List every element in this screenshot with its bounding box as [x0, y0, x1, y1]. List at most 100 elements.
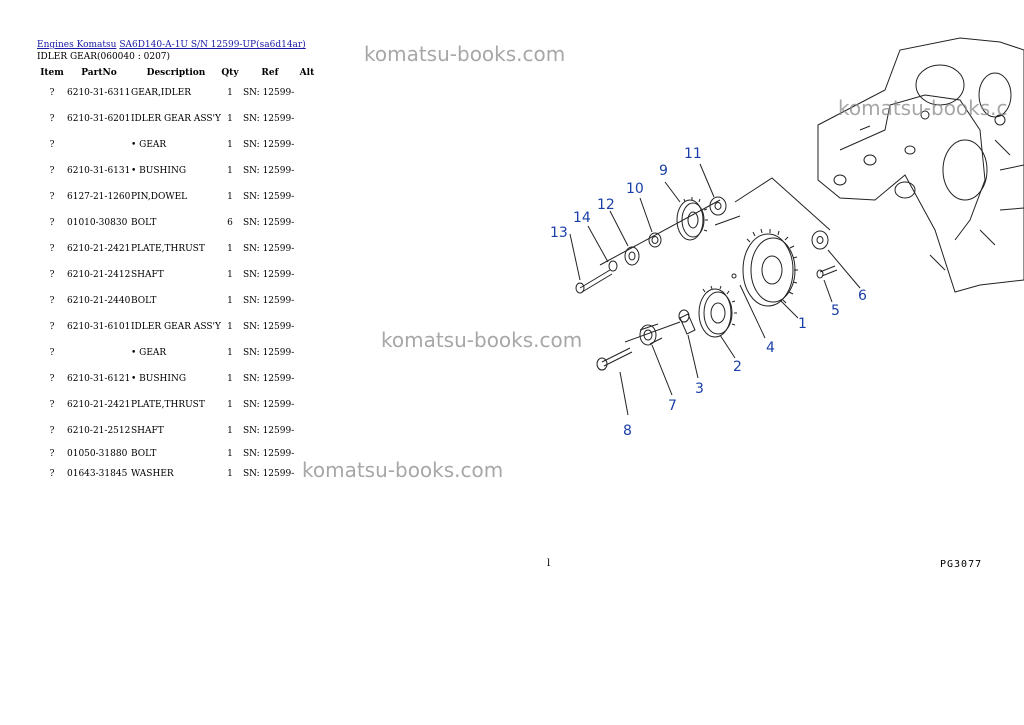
- page-subtitle: IDLER GEAR(060040 : 0207): [37, 52, 171, 62]
- cell-item: ?: [49, 140, 55, 150]
- cell-description: SHAFT: [131, 426, 164, 436]
- cell-alt: [297, 314, 317, 340]
- cell-description: SHAFT: [131, 270, 164, 280]
- parts-table-header: Item PartNo Description Qty Ref Alt: [37, 66, 317, 80]
- cell-qty: 1: [227, 296, 233, 306]
- cell-ref: SN: 12599-: [242, 218, 295, 228]
- cell-item: ?: [49, 88, 55, 98]
- callout-13: 13: [550, 225, 568, 241]
- cell-description: WASHER: [131, 469, 174, 479]
- engine-housing-drawing: [817, 37, 1024, 293]
- callout-4: 4: [766, 340, 775, 356]
- cell-description: BOLT: [131, 218, 157, 228]
- cell-item: ?: [49, 166, 55, 176]
- gear-9-drawing: [676, 197, 708, 241]
- cell-description: BOLT: [131, 296, 157, 306]
- cell-item: ?: [49, 469, 55, 479]
- cell-partno: 6210-31-6201: [67, 114, 131, 124]
- cell-alt: [297, 262, 317, 288]
- cell-partno: 01643-31845: [67, 469, 128, 479]
- cell-alt: [297, 132, 317, 158]
- cell-description: BOLT: [131, 449, 157, 459]
- cell-qty: 6: [227, 218, 233, 228]
- col-header-ref: Ref: [261, 68, 279, 78]
- cell-qty: 1: [227, 400, 233, 410]
- callout-10: 10: [626, 181, 644, 197]
- cell-partno: 6210-31-6101: [67, 322, 131, 332]
- cell-qty: 1: [227, 114, 233, 124]
- cell-ref: SN: 12599-: [242, 270, 295, 280]
- cell-qty: 1: [227, 469, 233, 479]
- callout-8: 8: [623, 423, 632, 439]
- col-header-description: Description: [146, 68, 206, 78]
- cell-description: PLATE,THRUST: [131, 244, 205, 254]
- cell-item: ?: [49, 244, 55, 254]
- cell-description: GEAR,IDLER: [131, 88, 191, 98]
- cell-ref: SN: 12599-: [242, 374, 295, 384]
- cell-item: ?: [49, 270, 55, 280]
- cell-alt: [297, 288, 317, 314]
- gear-2-drawing: [698, 285, 737, 338]
- cell-ref: SN: 12599-: [242, 296, 295, 306]
- cell-alt: [297, 106, 317, 132]
- cell-ref: SN: 12599-: [242, 244, 295, 254]
- cell-partno: 6127-21-1260: [67, 192, 131, 202]
- cell-alt: [297, 158, 317, 184]
- watermark-bottom: komatsu-books.com: [302, 458, 504, 482]
- cell-description: PLATE,THRUST: [131, 400, 205, 410]
- cell-qty: 1: [227, 449, 233, 459]
- cell-qty: 1: [227, 426, 233, 436]
- cell-qty: 1: [227, 348, 233, 358]
- callout-6: 6: [858, 288, 867, 304]
- cell-alt: [297, 392, 317, 418]
- col-header-qty: Qty: [221, 68, 239, 78]
- callout-1: 1: [798, 316, 807, 332]
- breadcrumb: Engines Komatsu SA6D140-A-1U S/N 12599-U…: [37, 40, 306, 50]
- cell-item: ?: [49, 400, 55, 410]
- cell-qty: 1: [227, 192, 233, 202]
- col-header-alt: Alt: [299, 68, 315, 78]
- parts-table: Item PartNo Description Qty Ref Alt ?621…: [37, 66, 317, 484]
- cell-alt: [297, 184, 317, 210]
- cell-alt: [297, 366, 317, 392]
- cell-description: • GEAR: [131, 140, 167, 150]
- cell-partno: 6210-21-2412: [67, 270, 131, 280]
- callout-7: 7: [668, 398, 677, 414]
- cell-qty: 1: [227, 374, 233, 384]
- callout-3: 3: [695, 381, 704, 397]
- cell-item: ?: [49, 218, 55, 228]
- cell-partno: 6210-21-2440: [67, 296, 131, 306]
- cell-partno: [67, 132, 131, 158]
- cell-ref: SN: 12599-: [242, 426, 295, 436]
- cell-ref: SN: 12599-: [242, 348, 295, 358]
- cell-partno: 6210-31-6131: [67, 166, 131, 176]
- cell-ref: SN: 12599-: [242, 469, 295, 479]
- cell-qty: 1: [227, 88, 233, 98]
- cell-alt: [297, 210, 317, 236]
- breadcrumb-link-model[interactable]: SA6D140-A-1U S/N 12599-UP(sa6d14ar): [119, 40, 306, 50]
- cell-item: ?: [49, 449, 55, 459]
- breadcrumb-link-engines[interactable]: Engines Komatsu: [37, 40, 117, 50]
- cell-ref: SN: 12599-: [242, 166, 295, 176]
- callout-9: 9: [659, 163, 668, 179]
- cell-alt: [297, 418, 317, 444]
- cell-qty: 1: [227, 166, 233, 176]
- page-mark: l: [547, 558, 551, 569]
- callout-14: 14: [573, 210, 591, 226]
- cell-alt: [297, 80, 317, 106]
- watermark-top: komatsu-books.com: [364, 42, 566, 66]
- cell-qty: 1: [227, 322, 233, 332]
- cell-item: ?: [49, 192, 55, 202]
- cell-partno: 6210-31-6121: [67, 374, 131, 384]
- cell-ref: SN: 12599-: [242, 400, 295, 410]
- cell-item: ?: [49, 114, 55, 124]
